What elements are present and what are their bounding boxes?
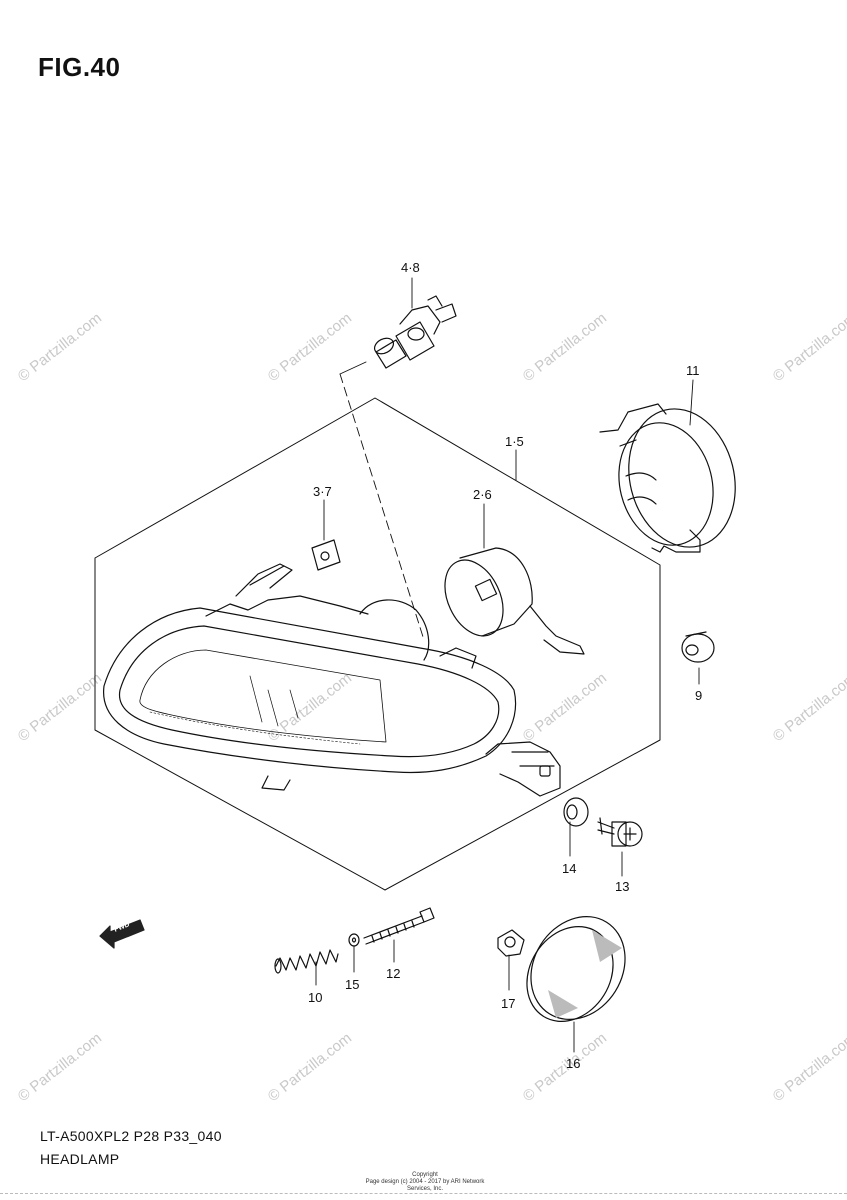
callout-3-7: 3·7 — [313, 484, 332, 499]
callout-2-6: 2·6 — [473, 487, 492, 502]
section-name: HEADLAMP — [40, 1151, 120, 1167]
callout-13: 13 — [615, 879, 630, 894]
callout-12: 12 — [386, 966, 401, 981]
model-code: LT-A500XPL2 P28 P33_040 — [40, 1128, 222, 1144]
grommet — [681, 631, 715, 663]
washer — [348, 933, 360, 947]
nut — [497, 929, 525, 957]
adjuster-clip — [311, 539, 341, 571]
callout-16: 16 — [566, 1056, 581, 1071]
reflector — [526, 916, 626, 1023]
headlamp-bulb — [373, 295, 457, 369]
mounting-bolt — [597, 817, 643, 847]
callout-17: 17 — [501, 996, 516, 1011]
figure-title: FIG.40 — [38, 52, 121, 82]
assembly-boundary — [94, 397, 661, 891]
adjusting-screw — [363, 907, 435, 945]
bulb-socket — [444, 547, 585, 655]
leader-lines — [315, 277, 700, 1053]
headlamp-housing — [103, 563, 561, 797]
adjuster-spring — [274, 949, 339, 974]
callout-14: 14 — [562, 861, 577, 876]
copyright-notice: Copyright Page design (c) 2004 - 2017 by… — [360, 1172, 490, 1193]
copyright-line2: Page design (c) 2004 - 2017 by ARI Netwo… — [365, 1179, 485, 1192]
cushion — [563, 797, 589, 827]
page-border-line — [0, 1193, 847, 1194]
copyright-line1: Copyright — [412, 1172, 438, 1178]
fwd-arrow-icon — [99, 919, 145, 949]
callout-4-8: 4·8 — [401, 260, 420, 275]
callout-1-5: 1·5 — [505, 434, 524, 449]
callout-15: 15 — [345, 977, 360, 992]
callout-11: 11 — [686, 363, 700, 378]
bulb-cover — [599, 403, 736, 553]
callout-10: 10 — [308, 990, 323, 1005]
callout-9: 9 — [695, 688, 703, 703]
